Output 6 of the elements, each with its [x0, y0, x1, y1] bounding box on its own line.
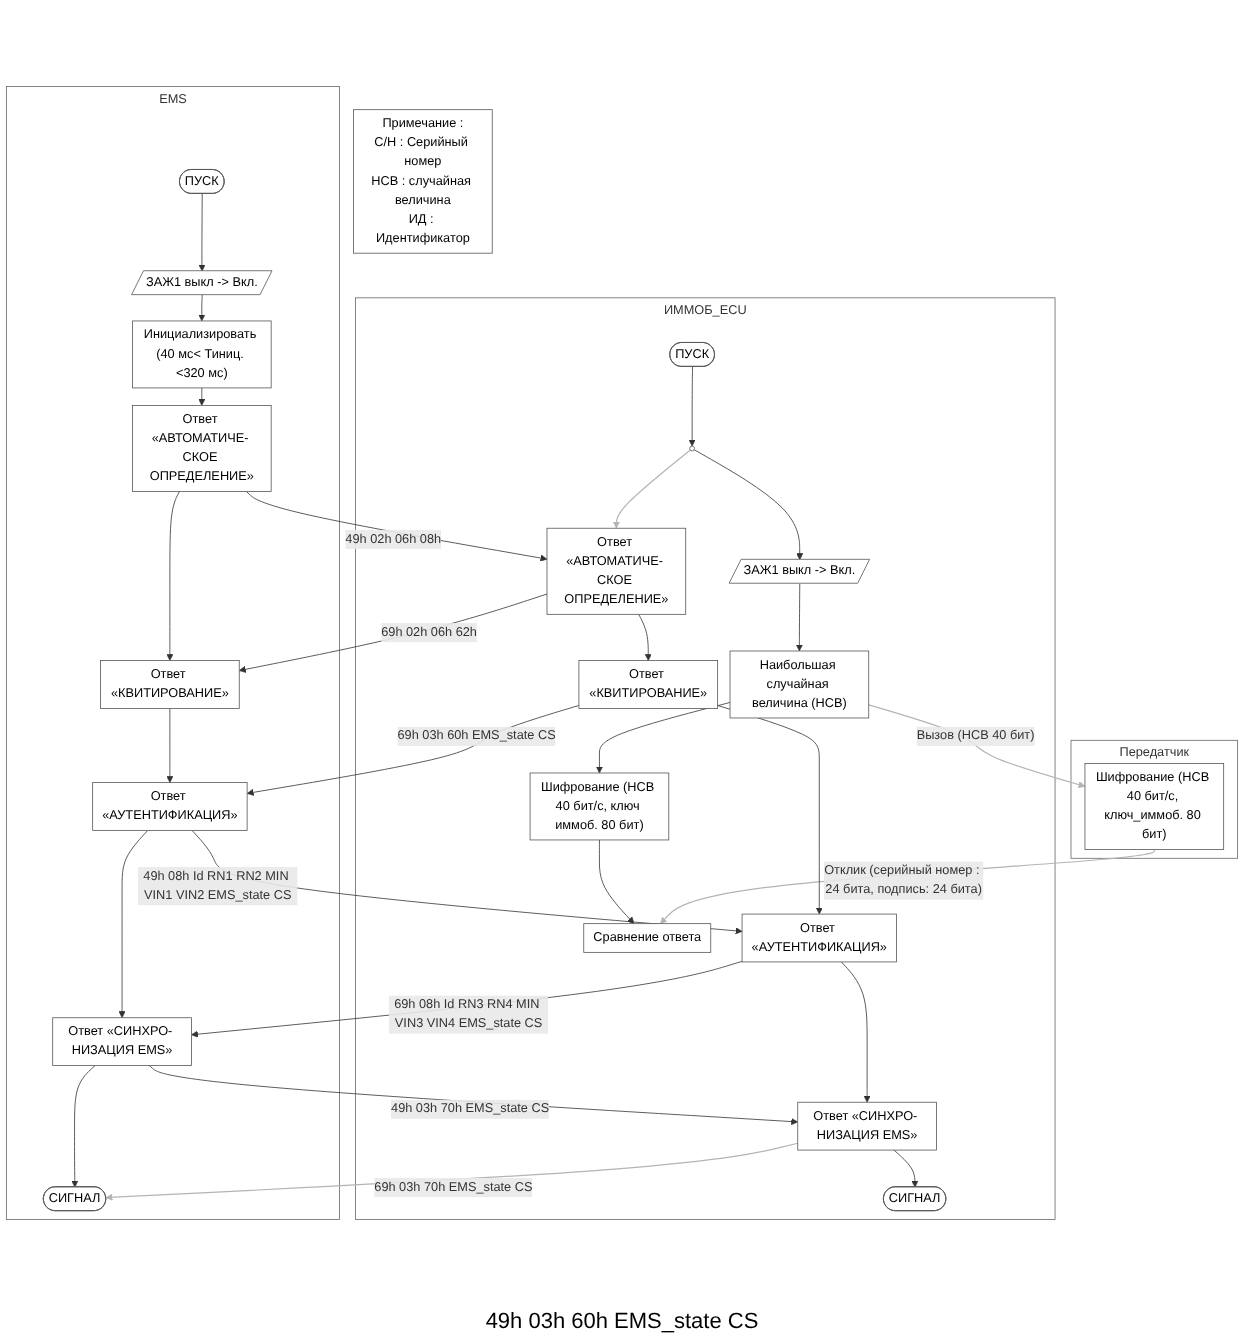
arrow: [612, 449, 691, 529]
message-label: 49h 03h 60h EMS_state CS: [485, 1310, 759, 1334]
arrow: [105, 1142, 799, 1201]
arrow: [868, 704, 1086, 788]
arrow: [660, 848, 1155, 924]
node-circle: [689, 445, 695, 452]
